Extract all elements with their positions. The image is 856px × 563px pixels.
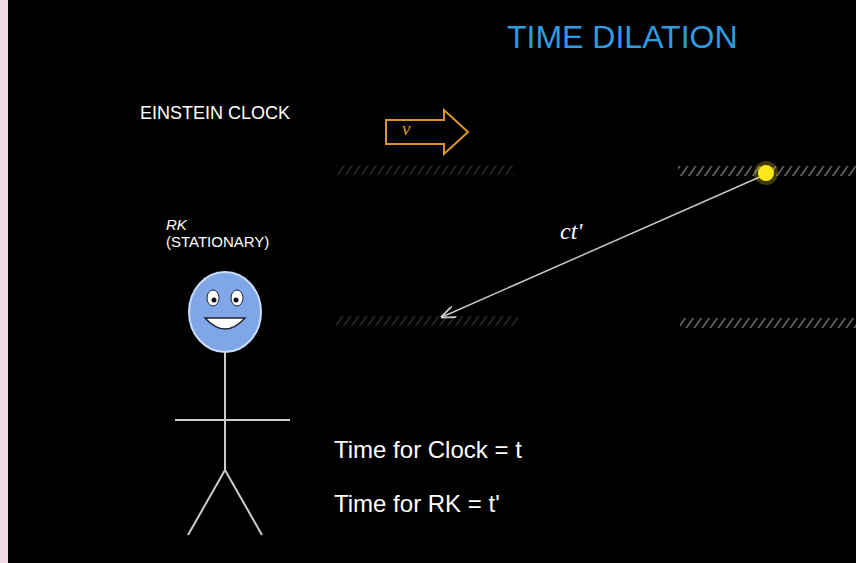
- light-path: [442, 176, 762, 317]
- observer-state: (STATIONARY): [166, 234, 269, 251]
- stick-figure: [175, 272, 290, 535]
- title: TIME DILATION: [507, 20, 738, 55]
- mirror-faded-top: [336, 165, 514, 175]
- mirror-faded-bottom: [336, 316, 518, 326]
- time-equation: Time for Clock = t: [334, 437, 522, 463]
- velocity-symbol: v: [402, 119, 410, 140]
- observer-name: RK: [166, 217, 187, 234]
- photon-glow: [754, 161, 778, 185]
- mirror-bottom: [680, 318, 856, 328]
- clock-label: EINSTEIN CLOCK: [140, 104, 290, 124]
- distance-label: ct': [558, 218, 584, 244]
- time-equation: Time for RK = t': [334, 491, 500, 517]
- edge-strip: [0, 0, 8, 563]
- velocity-arrow: [386, 110, 468, 154]
